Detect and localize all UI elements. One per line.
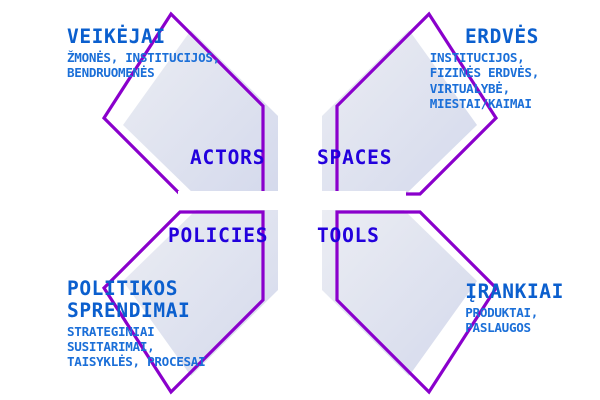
tools-fill [322, 210, 477, 376]
tools-outline [335, 210, 499, 395]
subtitle-irankiai-line-1: PRODUKTAI, [465, 304, 539, 320]
subtitle-erdves-line-1: INSTITUCIJOS, [429, 49, 525, 65]
cross-bar-right [295, 191, 406, 197]
quadrant-policies[interactable] [101, 198, 308, 398]
tools-shape [322, 210, 499, 395]
spaces-fill [322, 30, 477, 196]
subtitle-erdves-line-3: VIRTUALYBĖ, [429, 80, 510, 96]
cross-bar-bottom [289, 200, 295, 312]
label-spaces: SPACES [317, 146, 393, 169]
subtitle-veikejai-line-2: BENDRUOMENĖS [67, 65, 155, 81]
policies-shape [101, 210, 278, 395]
heading-irankiai: ĮRANKIAI [465, 280, 564, 303]
cross-center [283, 185, 301, 203]
subtitle-veikejai-line-1: ŽMONĖS, INSTITUCIJOS, [67, 49, 220, 65]
label-tools: TOOLS [317, 224, 380, 247]
policies-fill [123, 210, 278, 376]
cross-bar-left [178, 191, 289, 197]
actors-fill [123, 30, 278, 196]
subtitle-erdves-line-2: FIZINĖS ERDVĖS, [429, 65, 540, 81]
heading-block-veikejai: VEIKĖJAI ŽMONĖS, INSTITUCIJOS, BENDRUOME… [67, 26, 220, 81]
policies-outline [101, 210, 265, 395]
cross-bar-top [289, 88, 295, 200]
subtitle-politikos-line-2: SUSITARIMAI, [67, 339, 155, 355]
subtitle-politikos-line-3: TAISYKLĖS, PROCESAI [67, 354, 206, 370]
quadrant-tools[interactable] [292, 198, 499, 398]
heading-block-irankiai: ĮRANKIAI PRODUKTAI, PASLAUGOS [465, 281, 564, 336]
heading-veikejai: VEIKĖJAI [67, 25, 166, 48]
subtitle-erdves-line-4: MIESTAI/KAIMAI [429, 95, 532, 111]
heading-erdves: ERDVĖS [464, 25, 539, 48]
heading-politikos-line-2: SPRENDIMAI [67, 298, 191, 322]
label-policies: POLICIES [168, 224, 269, 247]
label-actors: ACTORS [190, 146, 266, 169]
heading-block-politikos: POLITIKOS SPRENDIMAI STRATEGINIAI SUSITA… [67, 277, 206, 370]
subtitle-irankiai-line-2: PASLAUGOS [465, 320, 531, 336]
subtitle-politikos-line-1: STRATEGINIAI [67, 323, 155, 339]
heading-block-erdves: ERDVĖS INSTITUCIJOS, FIZINĖS ERDVĖS, VIR… [429, 25, 540, 111]
heading-politikos-line-1: POLITIKOS [67, 277, 179, 300]
